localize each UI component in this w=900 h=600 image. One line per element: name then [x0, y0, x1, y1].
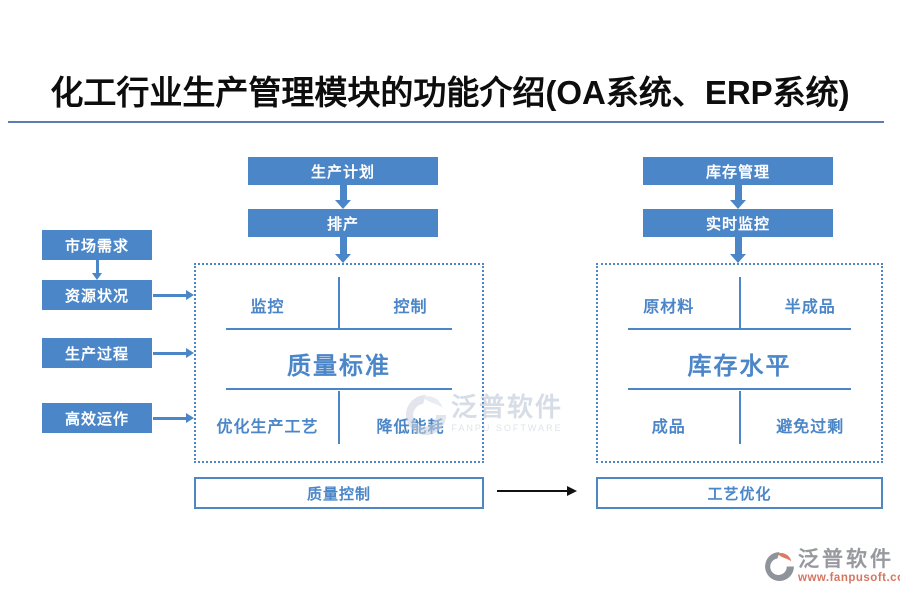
- label-monitoring: 监控: [250, 299, 285, 316]
- page-title: 化工行业生产管理模块的功能介绍(OA系统、ERP系统): [50, 74, 850, 111]
- label-reduce-energy: 降低能耗: [376, 419, 445, 436]
- panel-divider: [738, 391, 741, 444]
- logo-url: www.fanpusoft.com: [798, 572, 900, 584]
- node-scheduling: 排产: [248, 209, 438, 237]
- label-inventory-level: 库存水平: [687, 353, 792, 380]
- inventory-level-panel: 原材料 半成品 库存水平 成品 避免过剩: [596, 263, 883, 463]
- panel-divider: [226, 328, 452, 330]
- node-efficient-operation: 高效运作: [42, 403, 152, 433]
- logo-name: 泛普软件: [798, 548, 894, 571]
- arrow-down-icon: [730, 185, 746, 209]
- panel-divider: [226, 388, 452, 390]
- node-production-plan: 生产计划: [248, 157, 438, 185]
- node-quality-control: 质量控制: [194, 477, 484, 509]
- node-process-optimization: 工艺优化: [596, 477, 883, 509]
- node-inventory-management: 库存管理: [643, 157, 833, 185]
- panel-divider: [628, 388, 851, 390]
- panel-divider: [628, 328, 851, 330]
- arrow-down-icon: [92, 260, 102, 280]
- arrow-down-icon: [335, 185, 351, 209]
- arrow-down-icon: [730, 237, 746, 263]
- node-production-process: 生产过程: [42, 338, 152, 368]
- arrow-right-icon: [153, 413, 194, 423]
- label-quality-standard: 质量标准: [287, 353, 391, 380]
- arrow-right-icon: [497, 485, 577, 497]
- title-divider: [8, 121, 884, 123]
- label-optimize-process: 优化生产工艺: [216, 419, 319, 436]
- quality-standard-panel: 监控 控制 质量标准 优化生产工艺 降低能耗: [194, 263, 484, 463]
- node-resource-status: 资源状况: [42, 280, 152, 310]
- label-control: 控制: [393, 299, 428, 316]
- panel-divider: [338, 391, 340, 444]
- panel-divider: [338, 277, 340, 329]
- fanpu-logo-icon: [765, 552, 794, 581]
- fanpu-logo: 泛普软件 www.fanpusoft.com: [763, 548, 900, 584]
- label-raw-material: 原材料: [643, 299, 695, 316]
- node-realtime-monitoring: 实时监控: [643, 209, 833, 237]
- arrow-right-icon: [153, 290, 194, 300]
- node-market-demand: 市场需求: [42, 230, 152, 260]
- label-finished-goods: 成品: [651, 419, 686, 436]
- arrow-down-icon: [335, 237, 351, 263]
- label-avoid-surplus: 避免过剩: [776, 419, 845, 436]
- arrow-right-icon: [153, 348, 194, 358]
- panel-divider: [738, 277, 741, 329]
- label-semi-finished: 半成品: [784, 299, 836, 316]
